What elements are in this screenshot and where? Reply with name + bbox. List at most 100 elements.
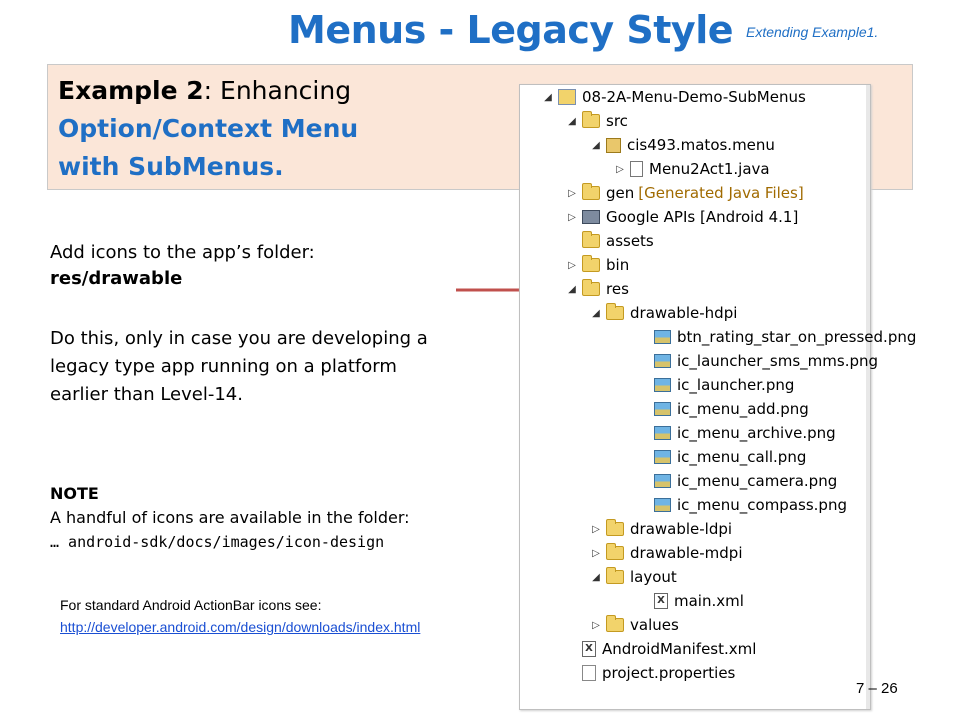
tree-toggle-icon[interactable]: ◢ xyxy=(568,283,576,295)
tree-item[interactable]: ▷ drawable-ldpi xyxy=(590,517,732,541)
tree-item[interactable]: ◢cis493.matos.menu xyxy=(590,133,775,157)
tree-item-label: values xyxy=(630,616,679,634)
folder-icon xyxy=(582,111,600,128)
tree-item[interactable]: ▷ values xyxy=(590,613,679,637)
example-line-2: Option/Context Menu xyxy=(58,114,359,143)
image-file-icon xyxy=(654,426,671,440)
instruction-line-1: Add icons to the app’s folder: xyxy=(50,242,315,263)
library-icon xyxy=(582,210,600,224)
instruction-para-2: legacy type app running on a platform xyxy=(50,356,397,377)
tree-toggle-icon[interactable]: ▷ xyxy=(568,187,576,199)
example-rest: : Enhancing xyxy=(203,76,352,105)
folder-icon xyxy=(582,255,600,272)
note-heading: NOTE xyxy=(50,484,99,503)
tree-item-label: res xyxy=(606,280,629,298)
image-file-icon xyxy=(654,498,671,512)
folder-icon xyxy=(606,519,624,536)
tree-item-label: project.properties xyxy=(602,664,736,682)
tree-toggle-icon[interactable]: ▷ xyxy=(592,547,600,559)
tree-item-label: ic_menu_compass.png xyxy=(677,496,847,514)
image-file-icon xyxy=(654,354,671,368)
folder-icon xyxy=(606,303,624,320)
tree-item[interactable]: ic_menu_camera.png xyxy=(638,469,837,493)
tree-toggle-icon[interactable]: ▷ xyxy=(568,259,576,271)
tree-item[interactable]: ▷ Google APIs [Android 4.1] xyxy=(566,205,798,229)
tree-item[interactable]: ▷ gen[Generated Java Files] xyxy=(566,181,804,205)
tree-item[interactable]: ◢layout xyxy=(590,565,677,589)
java-file-icon xyxy=(630,161,643,177)
tree-item[interactable]: ◢ drawable-hdpi xyxy=(590,301,737,325)
tree-scrollbar[interactable] xyxy=(866,85,870,709)
tree-item-note: [Generated Java Files] xyxy=(638,184,804,202)
folder-icon xyxy=(606,543,624,560)
tree-item-label: ic_menu_camera.png xyxy=(677,472,838,490)
xml-file-icon: X xyxy=(654,593,668,609)
tree-item[interactable]: ic_launcher.png xyxy=(638,373,794,397)
image-file-icon xyxy=(654,474,671,488)
tree-item-label: ic_menu_archive.png xyxy=(677,424,836,442)
package-icon xyxy=(606,137,621,153)
reference-block: For standard Android ActionBar icons see… xyxy=(60,594,420,638)
folder-icon xyxy=(582,279,600,296)
tree-item-label: ic_launcher.png xyxy=(677,376,795,394)
tree-item[interactable]: X AndroidManifest.xml xyxy=(566,637,756,661)
page-number: 7 – 26 xyxy=(856,680,898,697)
tree-item[interactable]: ▷drawable-mdpi xyxy=(590,541,743,565)
tree-toggle-icon[interactable]: ▷ xyxy=(592,523,600,535)
tree-toggle-icon[interactable]: ◢ xyxy=(592,307,600,319)
tree-item-label: gen xyxy=(606,184,635,202)
example-line-3: with SubMenus. xyxy=(58,152,284,181)
slide-title: Menus - Legacy Style xyxy=(288,8,734,52)
tree-item-label: btn_rating_star_on_pressed.png xyxy=(677,328,917,346)
tree-item-label: drawable-hdpi xyxy=(630,304,738,322)
tree-item-label: ic_launcher_sms_mms.png xyxy=(677,352,879,370)
tree-item-label: Menu2Act1.java xyxy=(649,160,770,178)
note-block: NOTE A handful of icons are available in… xyxy=(50,482,410,554)
properties-file-icon xyxy=(582,665,596,681)
tree-item-label: ic_menu_add.png xyxy=(677,400,809,418)
tree-item[interactable]: ▷bin xyxy=(566,253,629,277)
xml-file-icon: X xyxy=(582,641,596,657)
tree-toggle-icon[interactable]: ▷ xyxy=(568,211,576,223)
tree-toggle-icon[interactable]: ◢ xyxy=(544,91,552,103)
folder-icon xyxy=(582,231,600,248)
instruction-para-3: earlier than Level-14. xyxy=(50,384,243,405)
tree-item[interactable]: ic_menu_archive.png xyxy=(638,421,836,445)
package-explorer-tree[interactable]: ◢08-2A-Menu-Demo-SubMenus◢src◢cis493.mat… xyxy=(519,84,916,710)
tree-toggle-icon[interactable]: ▷ xyxy=(616,163,624,175)
tree-item-label: ic_menu_call.png xyxy=(677,448,807,466)
tree-item[interactable]: ic_menu_compass.png xyxy=(638,493,847,517)
tree-item-label: drawable-ldpi xyxy=(630,520,733,538)
tree-item[interactable]: ▷ Menu2Act1.java xyxy=(614,157,770,181)
tree-item[interactable]: ◢src xyxy=(566,109,628,133)
folder-icon xyxy=(606,615,624,632)
reference-link[interactable]: http://developer.android.com/design/down… xyxy=(60,619,421,635)
tree-toggle-icon[interactable]: ▷ xyxy=(592,619,600,631)
instruction-para-1: Do this, only in case you are developing… xyxy=(50,328,428,349)
tree-item-label: AndroidManifest.xml xyxy=(602,640,757,658)
folder-icon xyxy=(606,567,624,584)
project-icon xyxy=(558,89,576,105)
tree-item[interactable]: assets xyxy=(566,229,654,253)
tree-item-label: assets xyxy=(606,232,654,250)
tree-toggle-icon[interactable]: ◢ xyxy=(592,571,600,583)
instruction-path: res/drawable xyxy=(50,268,183,289)
slide-subtitle: Extending Example1. xyxy=(746,24,879,40)
note-path: … android-sdk/docs/images/icon-design xyxy=(50,533,385,551)
image-file-icon xyxy=(654,402,671,416)
tree-item-label: Google APIs [Android 4.1] xyxy=(606,208,799,226)
tree-item[interactable]: btn_rating_star_on_pressed.png xyxy=(638,325,916,349)
tree-toggle-icon[interactable]: ◢ xyxy=(592,139,600,151)
example-heading: Example 2: Enhancing Option/Context Menu… xyxy=(58,72,358,186)
image-file-icon xyxy=(654,330,671,344)
tree-toggle-icon[interactable]: ◢ xyxy=(568,115,576,127)
tree-item[interactable]: ic_menu_add.png xyxy=(638,397,809,421)
tree-item[interactable]: ic_launcher_sms_mms.png xyxy=(638,349,878,373)
folder-icon xyxy=(582,183,600,200)
tree-item[interactable]: ic_menu_call.png xyxy=(638,445,806,469)
tree-item[interactable]: project.properties xyxy=(566,661,735,685)
tree-item[interactable]: ◢ res xyxy=(566,277,629,301)
tree-item[interactable]: ◢08-2A-Menu-Demo-SubMenus xyxy=(542,85,806,109)
image-file-icon xyxy=(654,450,671,464)
